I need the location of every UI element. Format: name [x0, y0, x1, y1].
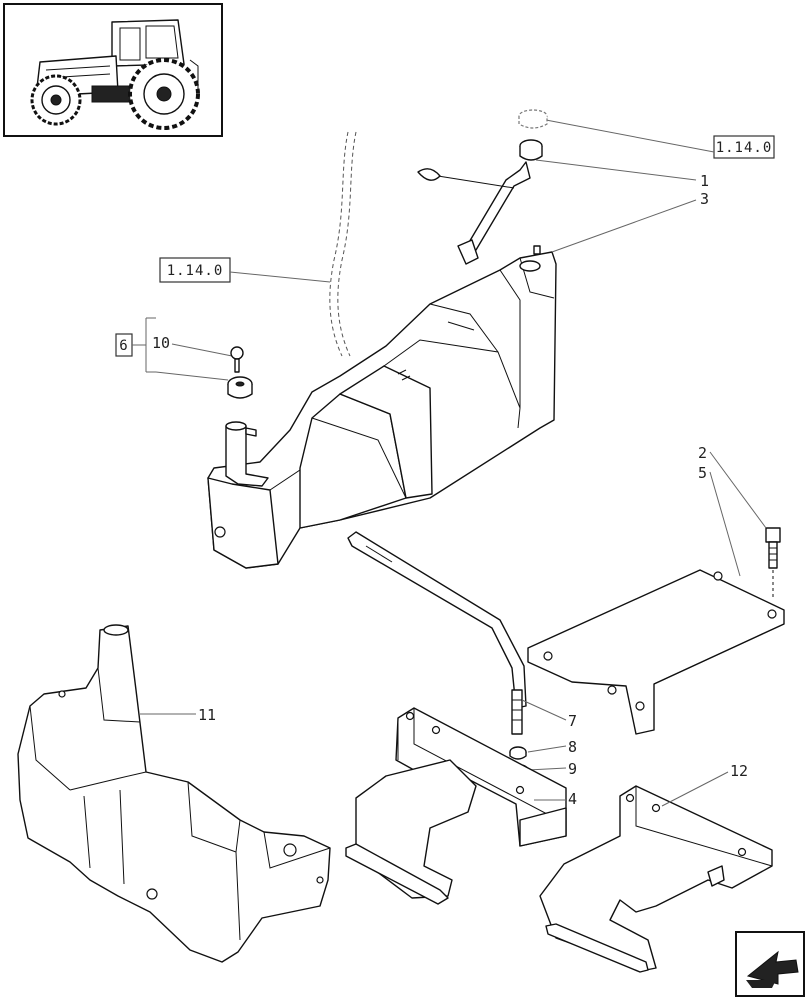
callout-2: 2	[698, 444, 707, 462]
callout-9: 9	[568, 760, 577, 778]
fuel-level-sender	[417, 139, 543, 265]
svg-text:1.14.0: 1.14.0	[167, 263, 224, 279]
reference-box-top-right[interactable]: 1.14.0	[713, 135, 775, 159]
callout-8: 8	[568, 738, 577, 756]
callout-3: 3	[700, 190, 709, 208]
mounting-plate	[527, 569, 785, 735]
fuel-tank	[207, 245, 557, 569]
alternate-fuel-tank	[17, 624, 331, 963]
callout-7: 7	[568, 712, 577, 730]
fuel-filler-cap	[227, 376, 253, 399]
svg-text:6: 6	[119, 338, 128, 354]
svg-text:1.14.0: 1.14.0	[716, 140, 773, 156]
mounting-bolt	[765, 527, 781, 600]
next-page-arrow-icon	[746, 950, 799, 988]
next-page-button[interactable]	[735, 931, 805, 997]
reference-box-left[interactable]: 1.14.0	[159, 257, 231, 283]
fuel-cap-key	[230, 346, 244, 373]
vent-hose	[329, 131, 357, 357]
fuel-tank-cap	[518, 109, 548, 129]
group-bracket[interactable]: 6	[115, 317, 156, 373]
callout-5: 5	[698, 464, 707, 482]
callout-11: 11	[198, 706, 216, 724]
callout-10: 10	[152, 334, 170, 352]
callout-1: 1	[700, 172, 709, 190]
washer	[509, 746, 527, 760]
alternate-support-bracket	[539, 785, 773, 973]
callout-4: 4	[568, 790, 577, 808]
tank-strap	[347, 531, 527, 735]
support-bracket	[345, 707, 567, 905]
tractor-icon	[30, 19, 200, 130]
tractor-thumbnail	[3, 3, 223, 137]
callout-12: 12	[730, 762, 748, 780]
